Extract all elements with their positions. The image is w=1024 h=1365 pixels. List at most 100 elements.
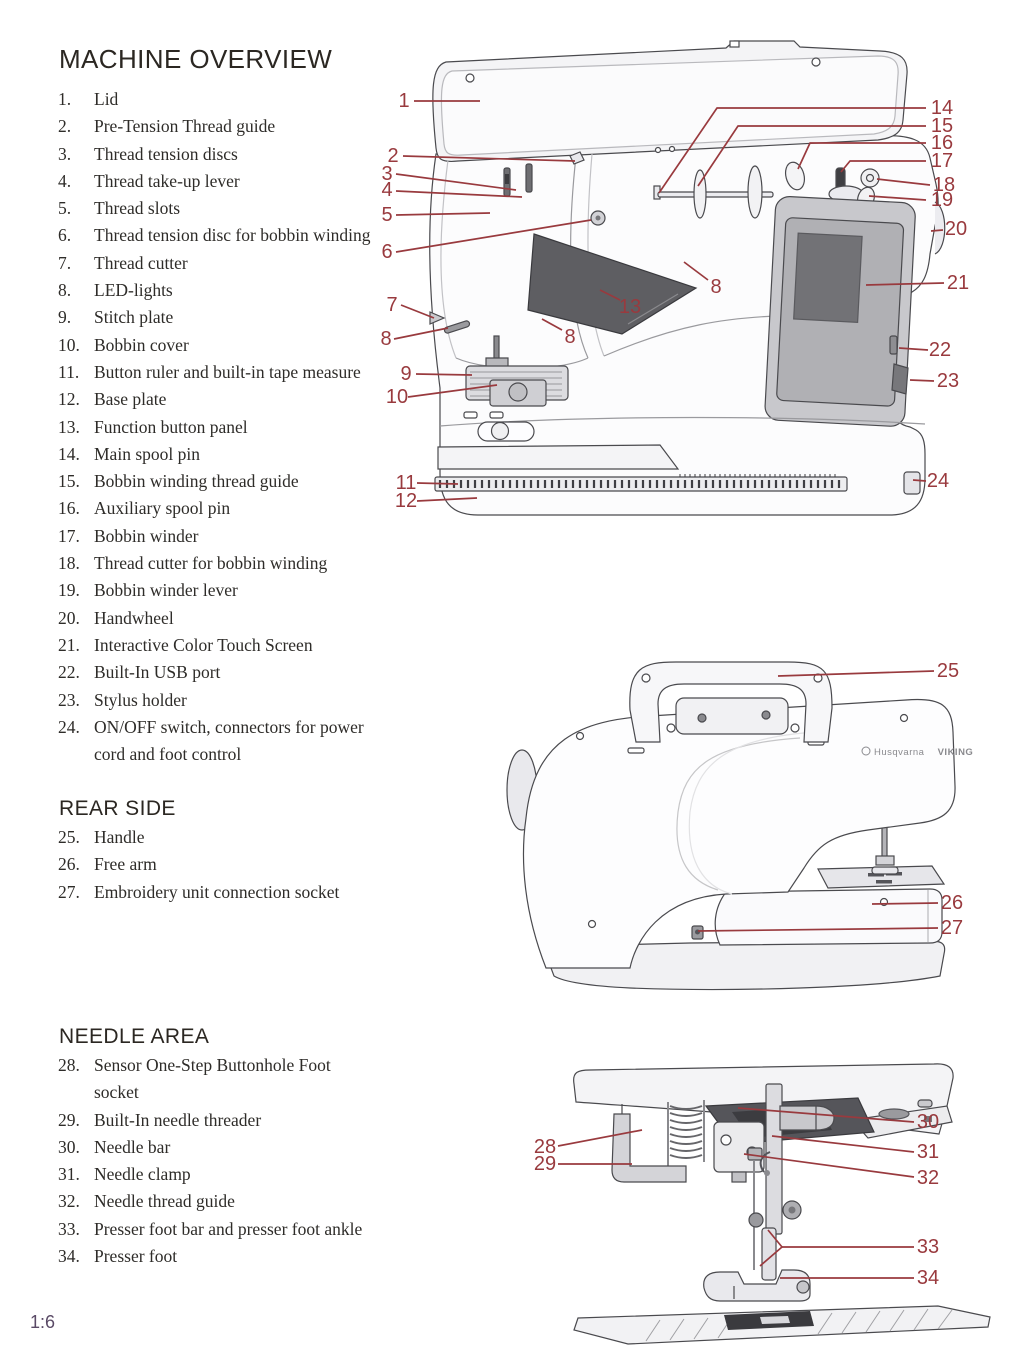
item-number: 20. — [58, 607, 80, 628]
list-item: 17.Bobbin winder — [58, 523, 414, 550]
callout-number: 1 — [398, 90, 409, 112]
callout-leader-line — [393, 327, 449, 340]
callout-leader-line — [777, 670, 935, 677]
callout-number: 2 — [387, 145, 398, 167]
list-item: 5.Thread slots — [58, 195, 414, 222]
list-item: 24. ON/OFF switch, connectors for power co… — [58, 714, 414, 769]
item-label: Base plate — [94, 389, 167, 410]
list-item: 30.Needle bar — [58, 1134, 414, 1161]
callout-number: 17 — [931, 150, 953, 172]
callout-number: 15 — [931, 115, 953, 137]
item-number: 29. — [58, 1109, 80, 1130]
item-label: Built-In USB port — [94, 662, 221, 683]
callout-leader-line — [395, 190, 523, 198]
item-label: Lid — [94, 89, 119, 109]
callout-number: 23 — [937, 370, 959, 392]
callout-number: 19 — [931, 189, 953, 211]
item-label: Bobbin winding thread guide — [94, 471, 299, 492]
item-number: 21. — [58, 634, 80, 655]
list-item: 10.Bobbin cover — [58, 332, 414, 359]
callout-leader-line — [865, 282, 945, 286]
item-label: Thread tension disc for bobbin winding — [94, 225, 371, 246]
callout-leader-line — [759, 1246, 783, 1267]
item-label: Thread tension discs — [94, 143, 238, 164]
item-label-continued: socket — [94, 1082, 139, 1103]
callout-number: 9 — [400, 363, 411, 385]
item-label: Pre-Tension Thread guide — [94, 116, 276, 137]
page-number: 1:6 — [30, 1312, 56, 1332]
list-item: 11.Button ruler and built-in tape measur… — [58, 359, 414, 386]
item-number: 25. — [58, 827, 80, 847]
item-label: Auxiliary spool pin — [94, 498, 231, 519]
callout-leader-line — [395, 212, 491, 216]
list-item: 8.LED-lights — [58, 277, 414, 304]
list-item: 20. Handwheel — [58, 605, 414, 632]
callout-leader-line — [557, 1129, 643, 1147]
callout-number: 8 — [710, 276, 721, 298]
callout-leader-line — [416, 497, 478, 502]
callout-number: 8 — [380, 328, 391, 350]
callout-leader-line — [697, 927, 939, 932]
item-label: Handwheel — [94, 607, 174, 628]
list-item: 23. Stylus holder — [58, 687, 414, 714]
item-label: Bobbin winder lever — [94, 580, 238, 601]
callout-number: 13 — [619, 296, 641, 318]
callout-leader-line — [771, 1135, 915, 1153]
item-number: 22. — [58, 662, 80, 683]
item-number: 34. — [58, 1246, 80, 1267]
callout-number: 21 — [947, 272, 969, 294]
callout-leader-line — [658, 107, 926, 194]
callout-leader-line — [599, 289, 621, 301]
item-number: 8. — [58, 280, 72, 301]
front-view-art — [429, 40, 946, 516]
callout-leader-line — [407, 384, 498, 398]
item-label: Stitch plate — [94, 307, 174, 328]
callout-leader-line — [767, 1229, 783, 1248]
list-item: 18.Thread cutter for bobbin winding — [58, 550, 414, 577]
item-number: 27. — [58, 881, 80, 902]
callout-number: 31 — [917, 1141, 939, 1163]
list-item: 31.Needle clamp — [58, 1161, 414, 1188]
item-number: 7. — [58, 252, 72, 273]
callout-number: 5 — [381, 204, 392, 226]
callout-number: 10 — [386, 386, 408, 408]
rear-view-art: Husqvarna VIKING — [506, 661, 973, 991]
item-number: 9. — [58, 307, 72, 328]
list-item: 19.Bobbin winder lever — [58, 577, 414, 604]
list-item: 21.Interactive Color Touch Screen — [58, 632, 414, 659]
callout-leader-line — [871, 902, 939, 905]
item-number: 18. — [58, 553, 80, 574]
item-number: 24. — [58, 716, 80, 737]
item-number: 12. — [58, 389, 80, 410]
item-label: Free arm — [94, 854, 157, 875]
list-item: 25.Handle — [58, 824, 414, 851]
husqvarna-crown-icon — [861, 746, 871, 756]
list-item: 3.Thread tension discs — [58, 141, 414, 168]
callout-number: 32 — [917, 1167, 939, 1189]
callout-number: 14 — [931, 97, 953, 119]
item-label-continued: cord and foot control — [94, 744, 242, 765]
callout-number: 34 — [917, 1267, 939, 1289]
item-number: 16. — [58, 498, 80, 519]
item-label: ON/OFF switch, connectors for power — [94, 716, 364, 737]
callout-leader-line — [797, 142, 926, 170]
callout-number: 27 — [941, 917, 963, 939]
item-number: 23. — [58, 689, 80, 710]
item-label: Stylus holder — [94, 689, 187, 710]
section-title-needle-area: NEEDLE AREA — [59, 1025, 210, 1048]
list-item: 27.Embroidery unit connection socket — [58, 879, 414, 906]
list-item: 12. Base plate — [58, 386, 414, 413]
section-title-rear-side: REAR SIDE — [59, 797, 176, 820]
callout-leader-line — [737, 1107, 915, 1123]
list-item: 6. Thread tension disc for bobbin winding — [58, 222, 414, 249]
item-number: 6. — [58, 225, 72, 246]
callout-number: 4 — [381, 179, 392, 201]
callout-number: 11 — [396, 472, 417, 494]
callout-leader-line — [395, 219, 592, 253]
callout-number: 6 — [381, 241, 392, 263]
